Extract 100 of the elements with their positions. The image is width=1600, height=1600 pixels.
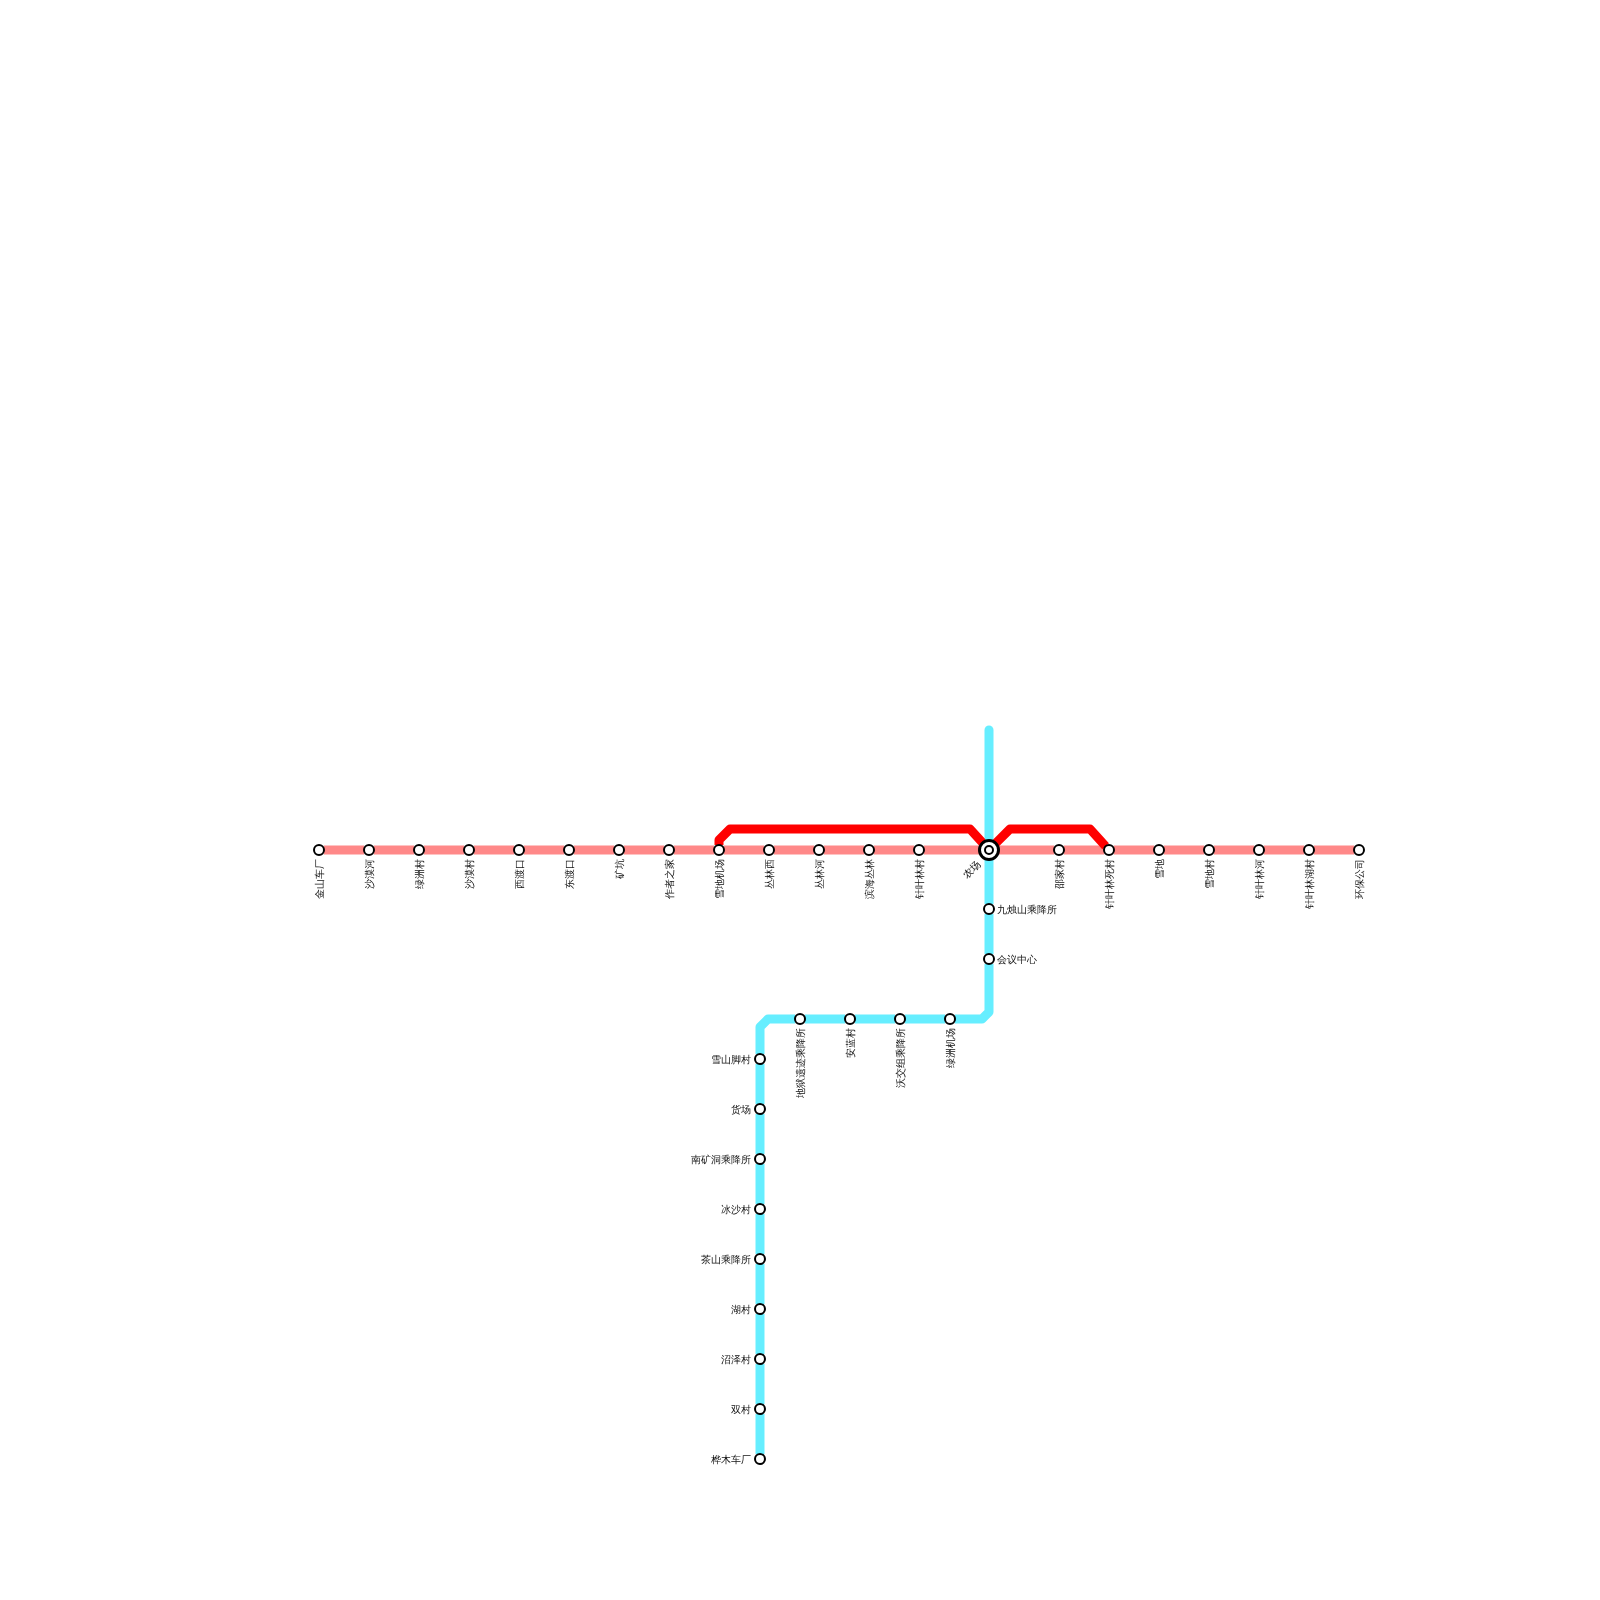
route-line bbox=[714, 824, 986, 846]
station-label: 湖村 bbox=[731, 1303, 751, 1315]
route-line bbox=[374, 845, 414, 855]
interchange-marker bbox=[978, 839, 1000, 861]
station-marker bbox=[983, 903, 995, 915]
station-marker bbox=[413, 844, 425, 856]
station-marker bbox=[663, 844, 675, 856]
station-marker bbox=[983, 953, 995, 965]
station-marker bbox=[1203, 844, 1215, 856]
route-line bbox=[424, 845, 464, 855]
route-line bbox=[724, 845, 764, 855]
station-label: 针叶林村 bbox=[913, 859, 925, 899]
station-label: 雪地 bbox=[1153, 859, 1165, 879]
station-label: 农场 bbox=[960, 858, 983, 881]
station-label: 矿坑 bbox=[613, 859, 625, 879]
station-marker bbox=[894, 1013, 906, 1025]
route-line bbox=[474, 845, 514, 855]
station-marker bbox=[1253, 844, 1265, 856]
station-label: 沙漠村 bbox=[463, 859, 475, 889]
station-marker bbox=[754, 1403, 766, 1415]
route-line bbox=[1064, 845, 1104, 855]
station-label: 西渡口 bbox=[513, 859, 525, 889]
route-line bbox=[955, 964, 994, 1024]
station-marker bbox=[613, 844, 625, 856]
route-line bbox=[755, 1364, 765, 1404]
route-line bbox=[984, 914, 994, 954]
station-marker bbox=[1303, 844, 1315, 856]
station-marker bbox=[754, 1203, 766, 1215]
route-line bbox=[324, 845, 364, 855]
station-label: 针叶林死村 bbox=[1103, 859, 1115, 909]
station-label: 东渡口 bbox=[563, 859, 575, 889]
station-label: 会议中心 bbox=[997, 953, 1037, 965]
route-line bbox=[1114, 845, 1154, 855]
route-line bbox=[755, 1164, 765, 1204]
station-marker bbox=[754, 1103, 766, 1115]
station-label: 沃交组乘降所 bbox=[894, 1028, 906, 1088]
station-marker bbox=[563, 844, 575, 856]
station-label: 南矿洞乘降所 bbox=[691, 1153, 751, 1165]
station-label: 丛林河 bbox=[813, 859, 825, 889]
route-line bbox=[905, 1014, 945, 1024]
station-marker bbox=[944, 1013, 956, 1025]
route-line bbox=[674, 845, 714, 855]
route-line bbox=[924, 845, 979, 855]
station-label: 沼泽村 bbox=[721, 1353, 751, 1365]
station-label: 作者之家 bbox=[663, 859, 675, 899]
route-line bbox=[805, 1014, 845, 1024]
station-label: 雪地村 bbox=[1203, 859, 1215, 889]
station-label: 雪山脚村 bbox=[711, 1053, 751, 1065]
station-marker bbox=[863, 844, 875, 856]
station-marker bbox=[1353, 844, 1365, 856]
station-marker bbox=[813, 844, 825, 856]
station-marker bbox=[1053, 844, 1065, 856]
station-label: 金山车厂 bbox=[313, 859, 325, 899]
station-marker bbox=[754, 1053, 766, 1065]
station-marker bbox=[754, 1253, 766, 1265]
station-marker bbox=[754, 1303, 766, 1315]
route-line bbox=[755, 1314, 765, 1354]
station-label: 双村 bbox=[731, 1403, 751, 1415]
station-label: 针叶林河 bbox=[1253, 859, 1265, 899]
route-line bbox=[1264, 845, 1304, 855]
station-marker bbox=[763, 844, 775, 856]
station-marker bbox=[844, 1013, 856, 1025]
station-marker bbox=[754, 1453, 766, 1465]
station-label: 滨海丛林 bbox=[863, 859, 875, 899]
station-label: 桦木车厂 bbox=[711, 1453, 751, 1465]
route-line bbox=[774, 845, 814, 855]
route-line bbox=[755, 1264, 765, 1304]
station-label: 绿洲村 bbox=[413, 859, 425, 889]
route-line bbox=[999, 845, 1054, 855]
route-line bbox=[755, 1414, 765, 1454]
station-label: 环保公司 bbox=[1353, 859, 1365, 899]
station-label: 沙漠河 bbox=[363, 859, 375, 889]
route-line bbox=[1314, 845, 1354, 855]
station-label: 货场 bbox=[731, 1103, 751, 1115]
station-marker bbox=[313, 844, 325, 856]
station-marker bbox=[1153, 844, 1165, 856]
route-line bbox=[755, 1214, 765, 1254]
station-label: 雪地机场 bbox=[713, 859, 725, 899]
station-label: 冰沙村 bbox=[721, 1203, 751, 1215]
station-label: 九烛山乘降所 bbox=[997, 903, 1057, 915]
route-line bbox=[855, 1014, 895, 1024]
station-marker bbox=[754, 1353, 766, 1365]
route-line bbox=[755, 1114, 765, 1154]
station-marker bbox=[513, 844, 525, 856]
station-label: 茶山乘降所 bbox=[701, 1253, 751, 1265]
station-marker bbox=[363, 844, 375, 856]
route-line bbox=[1164, 845, 1204, 855]
station-label: 地狱遗迹乘降所 bbox=[794, 1028, 806, 1098]
route-line bbox=[574, 845, 614, 855]
route-line bbox=[984, 860, 994, 904]
route-line bbox=[755, 1064, 765, 1104]
route-line bbox=[1214, 845, 1254, 855]
station-label: 针叶林湖村 bbox=[1303, 859, 1315, 909]
station-label: 邵家村 bbox=[1053, 859, 1065, 889]
route-line bbox=[524, 845, 564, 855]
station-label: 安蓝村 bbox=[844, 1028, 856, 1058]
route-line bbox=[755, 1014, 795, 1054]
route-line bbox=[992, 824, 1109, 850]
route-line bbox=[824, 845, 864, 855]
station-label: 丛林西 bbox=[763, 859, 775, 889]
